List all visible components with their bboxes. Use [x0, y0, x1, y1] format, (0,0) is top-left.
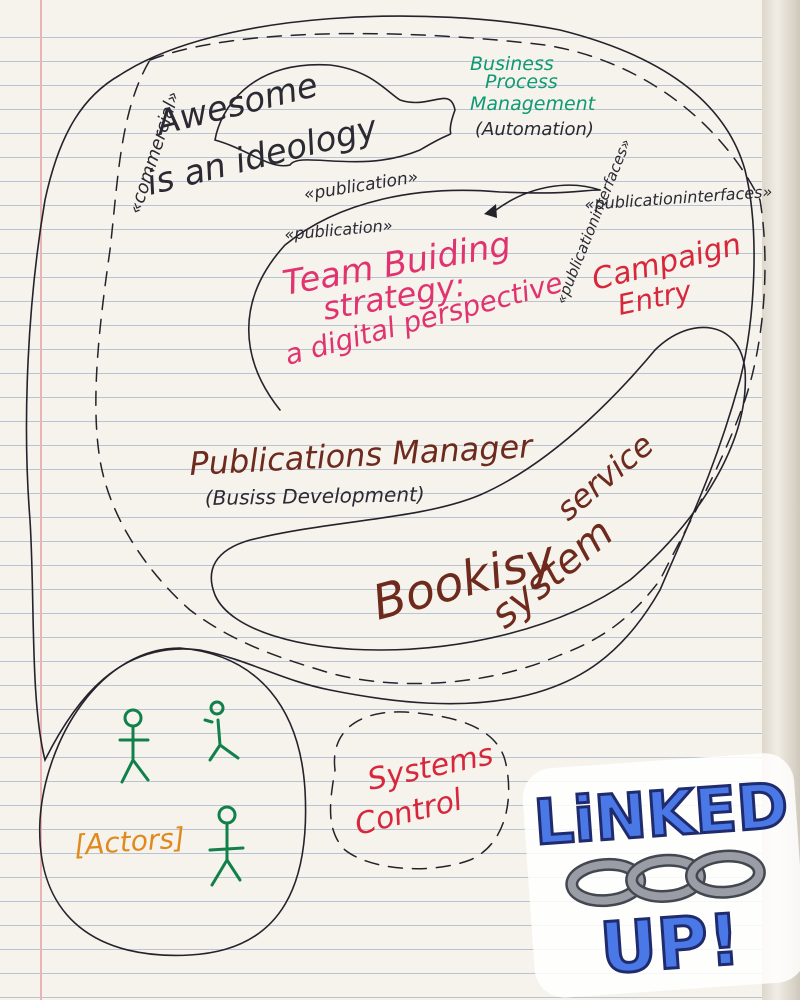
actor-figure-3 [208, 805, 245, 887]
booking-system-boundary [210, 326, 747, 651]
chain-icon [565, 849, 766, 908]
publications-manager-title: Publications Manager [188, 427, 535, 483]
linked-up-sticker: LiNKED UP! [522, 753, 800, 998]
bpm-line-3: Management [470, 93, 597, 115]
publications-manager-subtitle: (Busiss Development) [205, 482, 425, 510]
publication-label-2: «publication» [284, 216, 394, 244]
publication-label: «publication» [303, 167, 420, 205]
team-building-boundary [248, 189, 601, 411]
arrowhead [484, 204, 497, 218]
sticker-line-2: UP! [597, 898, 742, 990]
dashed-inner-boundary [95, 32, 766, 685]
actor-figure-1 [118, 708, 150, 784]
relationship-arrow [495, 184, 601, 211]
systems-control-boundary [329, 711, 510, 870]
bpm-line-4: (Automation) [475, 119, 594, 140]
bpm-line-2: Process [485, 71, 558, 93]
systems-control-subtitle: Control [351, 782, 466, 843]
bpm-line-1: Business [470, 53, 554, 75]
sticker-line-1: LiNKED [532, 769, 791, 860]
margin-line [40, 0, 42, 1000]
actors-boundary [39, 647, 307, 957]
actors-label: [Actors] [73, 821, 186, 862]
ideology-boundary [214, 63, 456, 167]
actor-figure-2 [203, 700, 240, 762]
outer-boundary [25, 15, 755, 763]
